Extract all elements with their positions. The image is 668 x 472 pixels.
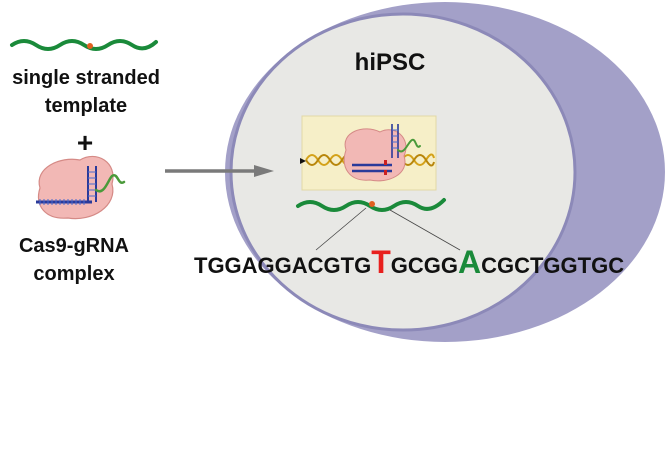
template-label-line1: single stranded bbox=[12, 67, 160, 89]
cell-label: hiPSC bbox=[354, 49, 426, 76]
mutation-1: T bbox=[371, 244, 391, 280]
sequence-before: TGGAGGACGTG bbox=[194, 253, 372, 278]
cas9-grna-complex-icon bbox=[36, 155, 126, 220]
callout-line-left bbox=[315, 207, 367, 251]
ss-template-icon bbox=[10, 39, 158, 51]
mutation-2: A bbox=[458, 244, 482, 280]
callout-line-right bbox=[389, 209, 461, 251]
cas9-bound-dna-icon bbox=[300, 115, 437, 191]
template-label-line2: template bbox=[44, 95, 128, 117]
cas9-label: Cas9-gRNA complex bbox=[0, 232, 148, 288]
dna-sequence: TGGAGGACGTGTGCGGACGCTGGTGC bbox=[194, 240, 624, 288]
cas9-label-line1: Cas9-gRNA bbox=[18, 235, 130, 257]
cas9-label-line2: complex bbox=[33, 263, 115, 285]
sequence-middle: GCGG bbox=[390, 253, 458, 278]
ss-template-in-cell bbox=[296, 198, 446, 212]
template-label: single stranded template bbox=[0, 64, 172, 120]
plus-sign: + bbox=[76, 127, 94, 158]
right-arrow-icon bbox=[165, 165, 274, 177]
sequence-after: CGCTGGTGC bbox=[481, 253, 625, 278]
